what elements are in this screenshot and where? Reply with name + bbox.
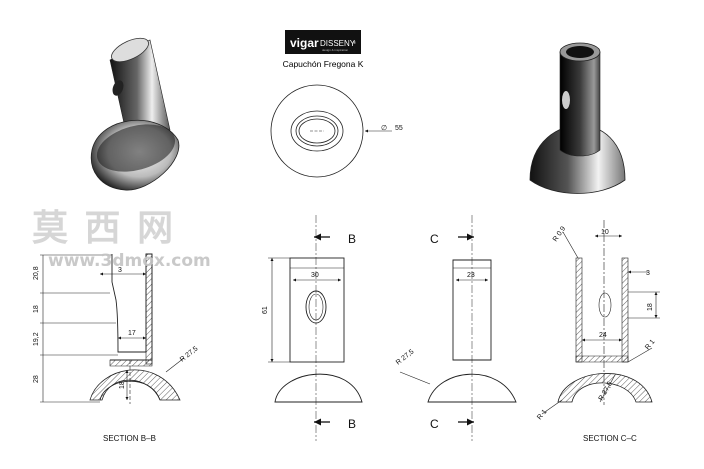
- render-3d-right: [529, 42, 626, 194]
- section-cc: [541, 220, 660, 415]
- dim-20-8: 20,8: [33, 266, 40, 280]
- watermark-url: www.3dmox.com: [48, 251, 211, 271]
- brand-bold: vigar: [290, 36, 319, 50]
- dim-r1-top: R 1: [644, 338, 656, 351]
- brand-light: DISSENY: [320, 39, 356, 48]
- dim-18-cc: 18: [647, 303, 654, 311]
- section-cc-label: SECTION C–C: [583, 434, 637, 443]
- dim-r27-5-bb: R 27,5: [179, 345, 200, 363]
- brand-logo: vigar DISSENY ® design & inspiration: [285, 30, 361, 54]
- dim-10: 10: [601, 229, 609, 236]
- dim-28: 28: [33, 375, 40, 383]
- dim-24: 24: [599, 332, 607, 339]
- dim-18-bb-base: 18: [119, 381, 126, 389]
- watermark-chinese: 莫 西 网: [32, 208, 175, 249]
- front-view: [268, 215, 363, 441]
- dim-18-bb: 18: [33, 305, 40, 313]
- dim-r1-bottom: R 1: [536, 408, 548, 421]
- dim-30: 30: [311, 272, 319, 279]
- dim-61: 61: [262, 306, 269, 314]
- section-bb: [40, 253, 185, 404]
- cut-label-c-top: C: [430, 232, 439, 246]
- dim-23: 23: [467, 272, 475, 279]
- render-3d-left: [90, 37, 180, 191]
- cut-label-b-top: B: [348, 232, 356, 246]
- dim-diameter-55: 55: [395, 125, 403, 132]
- dim-r0-9: R 0,9: [552, 225, 567, 243]
- top-view: [270, 84, 392, 178]
- dim-19-2: 19,2: [33, 332, 40, 346]
- dim-3-bb: 3: [118, 267, 122, 274]
- brand-tagline: design & inspiration: [322, 48, 349, 52]
- brand-trademark: ®: [353, 40, 356, 45]
- cut-label-c-bottom: C: [430, 417, 439, 431]
- dim-r27-5-cc: R 27,5: [598, 381, 614, 402]
- dim-r27-5-side: R 27,5: [395, 348, 416, 366]
- cut-label-b-bottom: B: [348, 417, 356, 431]
- side-view: [399, 215, 517, 441]
- drawing-caption: Capuchón Fregona K: [283, 59, 364, 69]
- section-bb-label: SECTION B–B: [103, 434, 156, 443]
- dim-17: 17: [128, 330, 136, 337]
- diameter-symbol: ∅: [381, 125, 387, 132]
- dim-3-cc: 3: [646, 270, 650, 277]
